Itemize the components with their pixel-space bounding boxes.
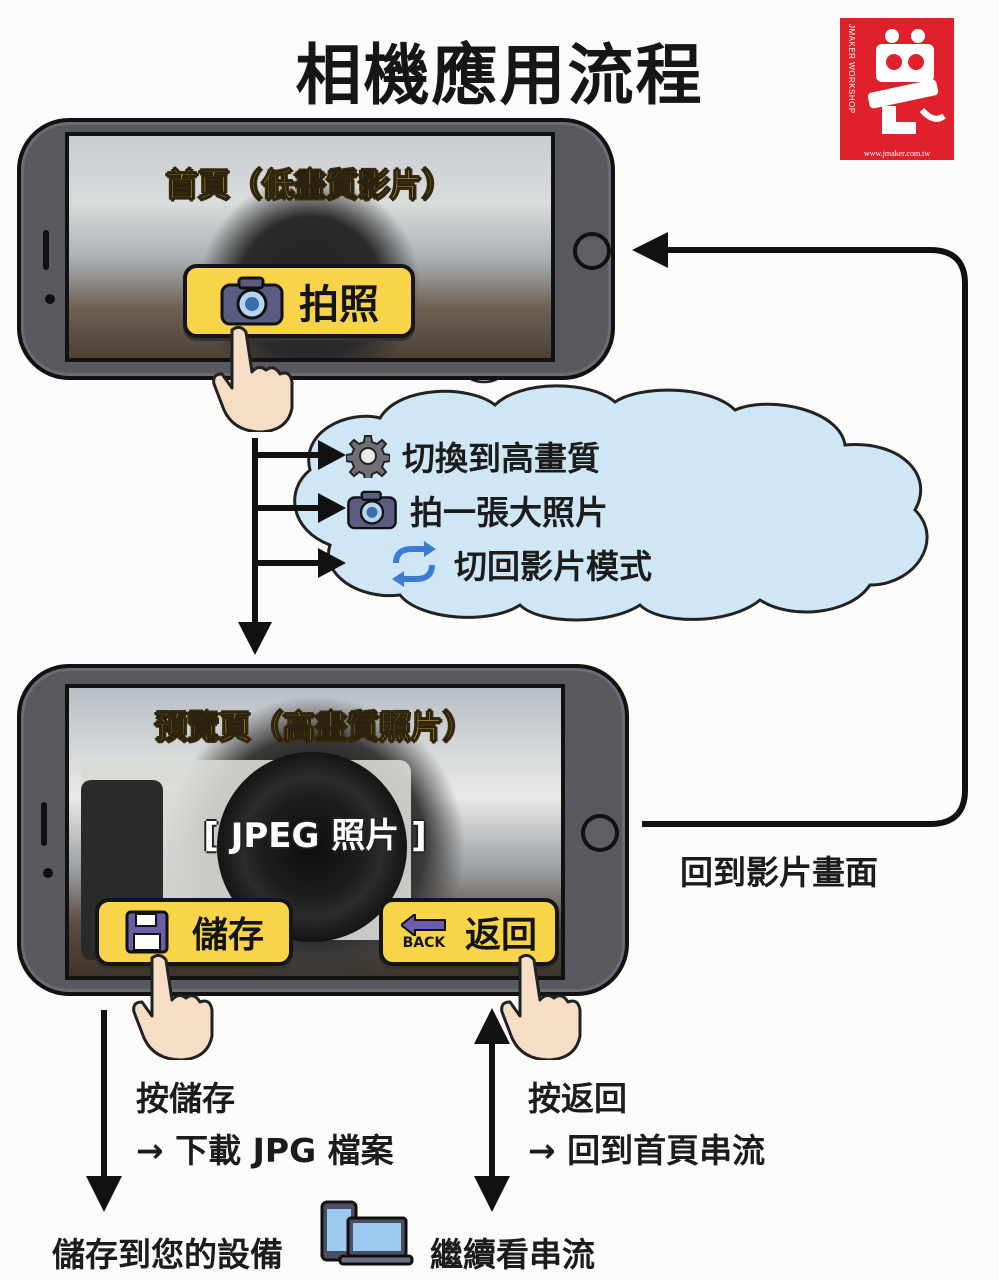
preview-screen-title: 預覽頁（高畫質照片） <box>69 702 561 748</box>
step-item: 切回影片模式 <box>388 540 652 588</box>
photo-label: [ JPEG 照片 ] <box>69 808 561 857</box>
back-flow-line2: → 回到首頁串流 <box>528 1124 765 1172</box>
preview-screen: 預覽頁（高畫質照片） [ JPEG 照片 ] 儲存 BACK 返回 <box>65 684 565 980</box>
tap-hand-icon <box>500 950 586 1060</box>
step-text: 切回影片模式 <box>454 540 652 588</box>
back-arrow-head-down <box>474 1176 510 1212</box>
back-icon-text: BACK <box>403 936 446 950</box>
step-text: 拍一張大照片 <box>410 486 608 534</box>
save-result: 儲存到您的設備 <box>52 1228 283 1276</box>
back-flow-line1: 按返回 <box>528 1072 627 1120</box>
save-flow-line1: 按儲存 <box>136 1072 235 1120</box>
step-item: 拍一張大照片 <box>346 486 608 534</box>
devices-icon <box>318 1198 414 1272</box>
floppy-disk-icon <box>124 909 170 955</box>
camera-icon <box>219 275 285 327</box>
tap-hand-icon <box>212 322 298 432</box>
phone-home-button <box>581 814 619 852</box>
return-arrow-head <box>632 232 668 268</box>
camera-icon <box>346 489 398 531</box>
phone-side-slit <box>41 802 47 846</box>
back-result: 繼續看串流 <box>430 1228 595 1276</box>
home-screen: 首頁（低畫質影片） 拍照 <box>65 132 555 362</box>
phone-side-slit <box>43 230 49 270</box>
back-icon: BACK <box>401 914 447 950</box>
phone-side-dot <box>43 868 53 878</box>
tap-hand-icon <box>132 950 218 1060</box>
home-screen-title: 首頁（低畫質影片） <box>69 160 551 206</box>
phone-side-dot <box>45 294 55 304</box>
save-arrow-head <box>86 1176 122 1212</box>
phone-home-button <box>573 232 611 270</box>
step-text: 切換到高畫質 <box>402 432 600 480</box>
gear-icon <box>346 434 390 478</box>
down-arrow-head <box>238 622 272 655</box>
sync-icon <box>388 541 440 587</box>
home-phone: 首頁（低畫質影片） 拍照 <box>17 118 615 380</box>
preview-phone: 預覽頁（高畫質照片） [ JPEG 照片 ] 儲存 BACK 返回 <box>17 664 629 996</box>
capture-button-label: 拍照 <box>299 272 379 330</box>
step-item: 切換到高畫質 <box>346 432 600 480</box>
return-label: 回到影片畫面 <box>680 846 878 894</box>
save-flow-line2: → 下載 JPG 檔案 <box>136 1124 394 1172</box>
